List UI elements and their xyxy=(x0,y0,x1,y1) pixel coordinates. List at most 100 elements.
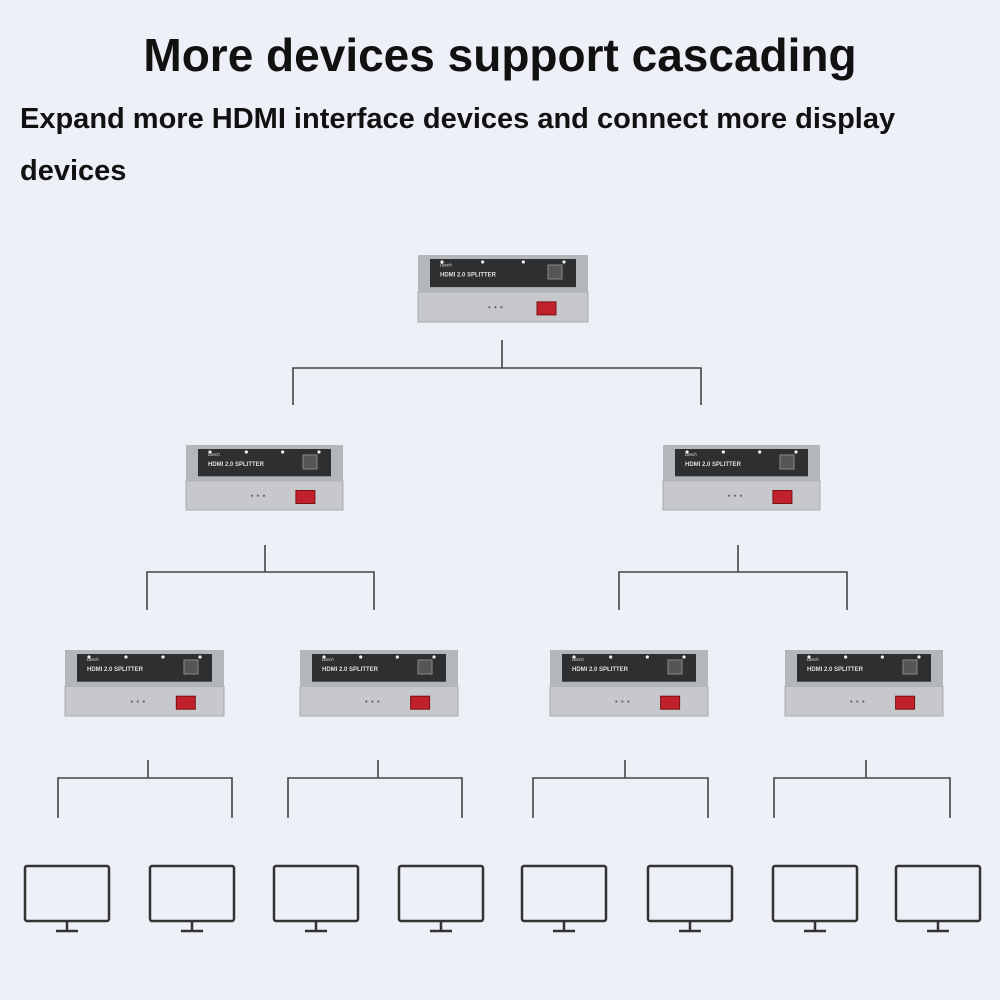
hdmi-port-icon xyxy=(895,695,916,710)
hdmi-splitter-device: HDMI 2.0 SPLITTER Dtech xyxy=(185,445,344,511)
device-brand: Dtech xyxy=(685,452,697,457)
led-icon xyxy=(794,450,798,454)
indicator-dot xyxy=(739,494,743,497)
led-icon xyxy=(844,655,848,659)
connector-path xyxy=(773,760,951,818)
indicator-dot xyxy=(371,700,374,703)
led-icon xyxy=(208,450,212,454)
monitor-icon xyxy=(148,864,236,933)
connector-line xyxy=(618,545,848,610)
led-icon xyxy=(609,655,613,659)
led-icon xyxy=(880,655,884,659)
hdmi-port-icon xyxy=(660,695,681,710)
led-icon xyxy=(562,260,566,264)
hdmi-splitter-device: HDMI 2.0 SPLITTER Dtech xyxy=(417,255,589,323)
indicator-dot xyxy=(856,700,859,703)
monitor-stand xyxy=(679,921,701,933)
indicator-dot xyxy=(621,700,624,703)
monitor-stand xyxy=(927,921,949,933)
led-icon xyxy=(395,655,399,659)
led-icon xyxy=(317,450,321,454)
qr-icon xyxy=(902,659,918,675)
hdmi-port-icon xyxy=(410,695,431,710)
indicator-dot xyxy=(377,700,380,703)
monitor-screen xyxy=(23,864,111,923)
connector-line xyxy=(773,760,951,818)
monitor-stand xyxy=(305,921,327,933)
device-brand: Dtech xyxy=(208,452,220,457)
indicator-dot xyxy=(136,700,139,703)
connector-path xyxy=(292,340,702,405)
device-front xyxy=(299,685,459,717)
device-label: HDMI 2.0 SPLITTER xyxy=(572,667,629,673)
led-icon xyxy=(807,655,811,659)
indicator-dot xyxy=(262,494,266,497)
led-icon xyxy=(917,655,921,659)
hdmi-splitter-device: HDMI 2.0 SPLITTER Dtech xyxy=(662,445,821,511)
monitor-stand xyxy=(181,921,203,933)
led-icon xyxy=(682,655,686,659)
hdmi-port-icon xyxy=(175,695,196,710)
device-brand: Dtech xyxy=(440,262,452,267)
led-icon xyxy=(440,260,444,264)
page-title: More devices support cascading xyxy=(143,29,857,81)
indicator-dot xyxy=(615,700,618,703)
connector-path xyxy=(618,545,848,610)
led-icon xyxy=(481,260,485,264)
qr-icon xyxy=(183,659,199,675)
qr-icon xyxy=(547,264,563,280)
monitor-screen xyxy=(771,864,859,923)
connector-path xyxy=(532,760,709,818)
device-brand: Dtech xyxy=(87,657,99,662)
led-icon xyxy=(359,655,363,659)
monitor-stand xyxy=(553,921,575,933)
qr-icon xyxy=(667,659,683,675)
led-icon xyxy=(124,655,128,659)
qr-icon xyxy=(417,659,433,675)
monitor-screen xyxy=(646,864,734,923)
subtitle-line-1: Expand more HDMI interface devices and c… xyxy=(20,103,896,135)
device-brand: Dtech xyxy=(572,657,584,662)
connector-path xyxy=(287,760,463,818)
connector-line xyxy=(292,340,702,405)
monitor-icon xyxy=(894,864,982,933)
led-icon xyxy=(322,655,326,659)
indicator-dot xyxy=(627,700,630,703)
indicator-dot xyxy=(256,494,260,497)
connector-line xyxy=(287,760,463,818)
monitor-screen xyxy=(894,864,982,923)
connector-line xyxy=(57,760,233,818)
qr-icon xyxy=(779,454,795,470)
monitor-icon xyxy=(272,864,360,933)
led-icon xyxy=(87,655,91,659)
indicator-dot xyxy=(733,494,737,497)
device-label: HDMI 2.0 SPLITTER xyxy=(440,272,497,278)
monitor-icon xyxy=(520,864,608,933)
indicator-dot xyxy=(500,306,503,309)
device-front xyxy=(417,291,589,323)
connector-line xyxy=(532,760,709,818)
connector-path xyxy=(146,545,375,610)
indicator-dot xyxy=(142,700,145,703)
hdmi-port-icon xyxy=(536,301,557,316)
led-icon xyxy=(721,450,725,454)
monitor-screen xyxy=(520,864,608,923)
hdmi-splitter-device: HDMI 2.0 SPLITTER Dtech xyxy=(64,650,225,717)
connector-path xyxy=(57,760,233,818)
device-brand: Dtech xyxy=(807,657,819,662)
led-icon xyxy=(645,655,649,659)
led-icon xyxy=(521,260,525,264)
indicator-dot xyxy=(130,700,133,703)
indicator-dot xyxy=(488,306,491,309)
led-icon xyxy=(198,655,202,659)
monitor-stand xyxy=(804,921,826,933)
device-label: HDMI 2.0 SPLITTER xyxy=(685,462,742,468)
subtitle-line-2: devices xyxy=(20,155,127,187)
led-icon xyxy=(161,655,165,659)
indicator-dot xyxy=(494,306,497,309)
device-label: HDMI 2.0 SPLITTER xyxy=(208,462,265,468)
device-label: HDMI 2.0 SPLITTER xyxy=(87,667,144,673)
device-label: HDMI 2.0 SPLITTER xyxy=(322,667,379,673)
monitor-icon xyxy=(23,864,111,933)
